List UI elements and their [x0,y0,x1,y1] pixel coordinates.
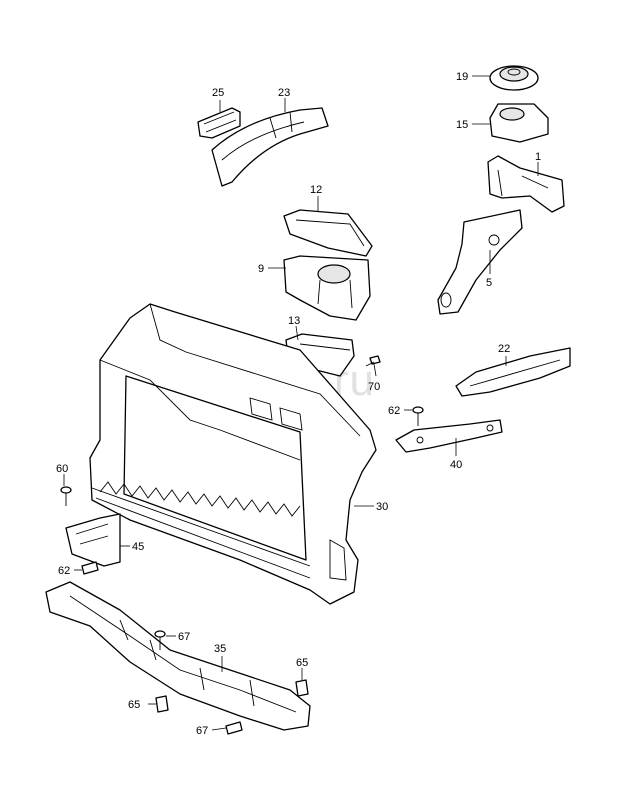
callout-67-lower: 67 [196,725,208,737]
callout-62-upper: 62 [388,405,400,417]
callout-5: 5 [486,277,492,289]
part-19-top-mount [489,65,539,91]
callout-25: 25 [212,87,224,99]
part-9-intake-duct [283,255,371,321]
callout-65-left: 65 [128,699,140,711]
part-15-strut-cap [489,103,549,143]
callout-62-lower: 62 [58,565,70,577]
part-62-bolt-upper [412,406,424,426]
callout-15: 15 [456,119,468,131]
part-1-inner-wing [487,155,565,213]
callout-23: 23 [278,87,290,99]
part-65-clip-left [155,695,169,713]
callout-9: 9 [258,263,264,275]
callout-35: 35 [214,643,226,655]
part-5-reinforcement [437,209,523,315]
part-67-screw-lower [225,721,243,735]
callout-30: 30 [376,501,388,513]
part-70-screw [365,355,381,367]
callout-1: 1 [535,151,541,163]
callout-60: 60 [56,463,68,475]
callout-40: 40 [450,459,462,471]
part-22-insulation [455,347,571,397]
part-30-lock-carrier [89,303,377,605]
part-23-panel [211,107,329,187]
part-40-bracket [395,419,503,453]
part-62-bolt-lower [81,561,99,575]
callout-13: 13 [288,315,300,327]
part-25-bracket [197,107,241,139]
callout-45: 45 [132,541,144,553]
callout-19: 19 [456,71,468,83]
callout-67-upper: 67 [178,631,190,643]
callout-65-right: 65 [296,657,308,669]
leader-lines [63,75,539,731]
part-60-bolt [60,486,72,506]
part-45-mount-bracket [65,513,121,567]
part-65-clip-right [295,679,309,697]
part-35-guide [45,581,311,731]
part-67-screw-upper [154,630,166,650]
callout-70: 70 [368,381,380,393]
callout-12: 12 [310,184,322,196]
callout-22: 22 [498,343,510,355]
part-12-duct-cover [283,209,373,257]
